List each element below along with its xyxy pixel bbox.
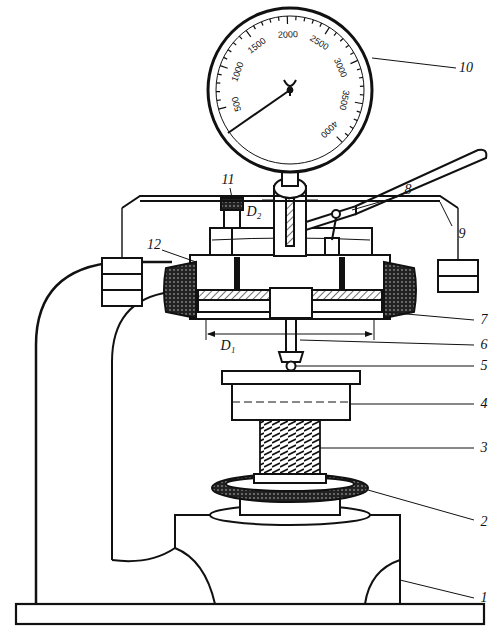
dial-tick xyxy=(357,69,361,70)
dial-tick xyxy=(295,16,297,20)
indenter xyxy=(279,318,303,371)
dimension-label: D₂ xyxy=(247,205,262,219)
callout-number: 2 xyxy=(481,515,488,529)
dial-tick xyxy=(233,43,236,46)
callout-number: 11 xyxy=(222,173,235,187)
lifting-screw xyxy=(260,420,320,474)
dial-tick xyxy=(334,32,337,35)
dial-tick xyxy=(357,111,361,112)
callout-number: 8 xyxy=(405,183,412,197)
dial-tick xyxy=(218,73,222,75)
dial-tick xyxy=(325,27,329,34)
dial-tick xyxy=(359,77,363,79)
dimension-label: D₁ xyxy=(221,339,236,353)
dial-tick xyxy=(216,82,220,84)
dial-tick xyxy=(346,45,349,47)
dial-tick xyxy=(278,17,280,21)
dial-tick xyxy=(253,26,255,29)
callout-number: 7 xyxy=(481,313,488,327)
dial-tick xyxy=(350,53,353,55)
dial-tick xyxy=(345,133,348,135)
dial-tick xyxy=(219,107,227,109)
callout-number: 10 xyxy=(459,61,473,75)
dial-tick xyxy=(312,20,313,24)
dial-tick xyxy=(303,18,305,22)
valve-lever xyxy=(306,150,486,240)
dial-tick xyxy=(228,50,231,52)
extension-line xyxy=(374,320,375,340)
callout-number: 3 xyxy=(481,441,488,455)
weight-beam xyxy=(102,172,478,306)
dial-tick xyxy=(261,22,263,26)
extension-line xyxy=(206,320,207,340)
dial-tick xyxy=(350,126,353,128)
dimension-line xyxy=(208,334,372,335)
dial-tick xyxy=(224,57,228,59)
dial-tick xyxy=(340,38,343,41)
dial-tick xyxy=(220,66,228,69)
handwheel xyxy=(212,474,368,502)
dial-number: 2000 xyxy=(278,30,298,40)
dial-tick xyxy=(217,99,221,101)
dial-tick xyxy=(216,91,220,92)
dial-tick xyxy=(350,60,357,63)
dial-tick xyxy=(320,23,322,27)
callout-number: 6 xyxy=(481,338,488,352)
callout-number: 9 xyxy=(459,227,466,241)
dial-tick xyxy=(360,86,364,87)
callout-number: 12 xyxy=(147,238,161,252)
specimen-table xyxy=(222,371,360,420)
dial-tick xyxy=(239,36,242,39)
dial-tick xyxy=(287,16,288,24)
callout-number: 1 xyxy=(481,591,488,605)
dial-tick xyxy=(270,19,271,23)
pressure-gauge xyxy=(208,8,372,172)
dial-tick xyxy=(354,119,358,121)
dial-tick xyxy=(337,137,343,143)
callout-number: 4 xyxy=(481,397,488,411)
leader-lines xyxy=(162,58,474,598)
dial-tick xyxy=(360,94,364,95)
callout-number: 5 xyxy=(481,359,488,373)
dial-tick xyxy=(246,30,251,36)
dial-tick xyxy=(355,102,363,103)
